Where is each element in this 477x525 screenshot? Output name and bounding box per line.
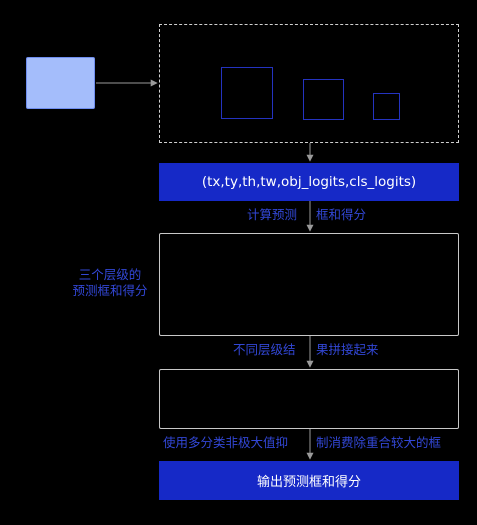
prediction-params-bar: (tx,ty,th,tw,obj_logits,cls_logits) [159, 163, 459, 201]
feature-grid-medium [303, 79, 344, 120]
compute-label-left: 计算预测 [245, 207, 300, 223]
feature-grid-small [373, 93, 400, 120]
side-label-line-2: 预测框和得分 [72, 283, 148, 298]
output-label: 输出预测框和得分 [256, 475, 361, 490]
merge-label-left: 不同层级结 [231, 342, 298, 358]
multi-level-scores-box [159, 233, 459, 336]
prediction-params-label: (tx,ty,th,tw,obj_logits,cls_logits) [201, 174, 417, 190]
nms-label-right: 制消费除重合较大的框 [314, 435, 444, 451]
nms-label-left: 使用多分类非极大值抑 [161, 435, 291, 451]
output-bar: 输出预测框和得分 [159, 461, 459, 500]
compute-label-right: 框和得分 [314, 207, 369, 223]
input-image-box [26, 57, 95, 109]
merge-label-right: 果拼接起来 [314, 342, 381, 358]
multi-level-side-label: 三个层级的 预测框和得分 [55, 267, 165, 299]
merged-results-box [159, 369, 459, 429]
side-label-line-1: 三个层级的 [78, 267, 142, 282]
feature-grid-large [221, 67, 273, 119]
feature-map-panel [159, 24, 459, 143]
